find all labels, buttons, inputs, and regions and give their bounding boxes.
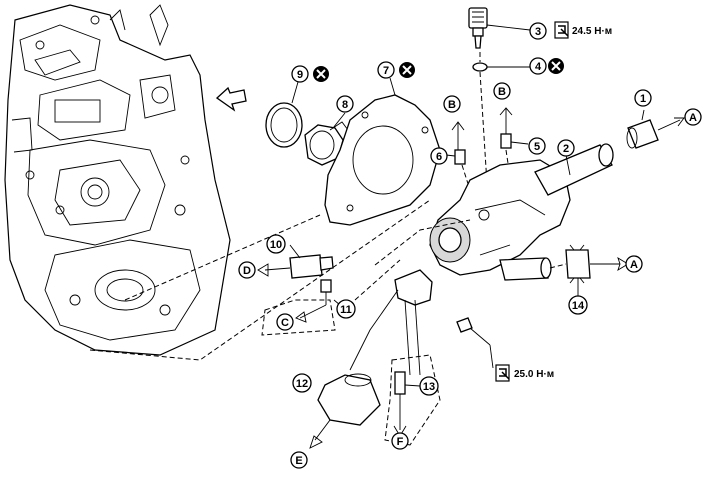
x-circle-icon xyxy=(548,58,564,74)
callout-12: 12 xyxy=(292,373,312,393)
svg-text:C: C xyxy=(281,317,289,329)
x-circle-icon xyxy=(399,62,415,78)
connector-a-mid: A xyxy=(617,255,643,273)
svg-text:D: D xyxy=(243,265,251,277)
clip-13 xyxy=(393,371,421,437)
hose-12 xyxy=(309,373,381,449)
callout-4: 4 xyxy=(529,57,547,75)
connector-a-top: A xyxy=(684,108,702,126)
svg-text:3: 3 xyxy=(535,26,541,38)
svg-text:14: 14 xyxy=(572,300,585,312)
svg-text:A: A xyxy=(630,259,638,271)
svg-text:4: 4 xyxy=(535,61,542,73)
torque-wrench-icon xyxy=(554,21,569,39)
svg-text:F: F xyxy=(397,436,404,448)
callout-3: 3 xyxy=(529,22,547,40)
connector-f: F xyxy=(391,432,409,450)
temperature-sensor-3 xyxy=(468,7,531,49)
svg-text:12: 12 xyxy=(296,378,308,390)
svg-text:7: 7 xyxy=(383,65,389,77)
svg-text:8: 8 xyxy=(342,99,348,111)
o-ring-9 xyxy=(265,81,303,148)
callout-13: 13 xyxy=(419,376,439,396)
svg-text:B: B xyxy=(448,99,456,111)
callout-9: 9 xyxy=(291,65,309,83)
connector-b-right: B xyxy=(493,82,511,100)
connector-b-left: B xyxy=(443,95,461,113)
callout-1: 1 xyxy=(634,89,652,107)
callout-7: 7 xyxy=(377,61,395,79)
hose-connector-1 xyxy=(626,109,685,149)
front-arrow-icon xyxy=(215,86,247,112)
bracket xyxy=(349,269,433,376)
connector-d: D xyxy=(238,261,256,279)
engine-block xyxy=(4,4,231,356)
x-circle-icon xyxy=(313,66,329,82)
svg-text:1: 1 xyxy=(640,93,646,105)
torque-bolt-label: 25.0 Н·м xyxy=(514,369,554,380)
water-outlet-2 xyxy=(429,143,614,281)
svg-text:13: 13 xyxy=(423,381,435,393)
callout-8: 8 xyxy=(336,95,354,113)
callout-2: 2 xyxy=(557,139,575,157)
torque-wrench-icon xyxy=(495,364,510,382)
hose-connector-14 xyxy=(549,244,620,296)
svg-text:5: 5 xyxy=(534,141,540,153)
svg-text:9: 9 xyxy=(297,69,303,81)
gasket-7 xyxy=(324,77,441,226)
hose-fitting-10 xyxy=(257,244,334,279)
bolt-11 xyxy=(295,279,341,323)
callout-14: 14 xyxy=(568,295,588,315)
svg-text:6: 6 xyxy=(436,151,442,163)
callout-11: 11 xyxy=(336,299,356,319)
svg-text:10: 10 xyxy=(270,239,282,251)
svg-text:11: 11 xyxy=(340,304,352,316)
callout-6: 6 xyxy=(430,147,448,165)
svg-text:2: 2 xyxy=(563,143,569,155)
svg-text:B: B xyxy=(498,86,506,98)
connector-c: C xyxy=(276,313,294,331)
svg-text:A: A xyxy=(689,112,697,124)
mounting-bolt xyxy=(456,317,494,369)
svg-text:E: E xyxy=(295,455,302,467)
connector-e: E xyxy=(290,451,308,469)
torque-sensor-label: 24.5 Н·м xyxy=(572,26,612,37)
callout-10: 10 xyxy=(266,234,286,254)
callout-5: 5 xyxy=(528,137,546,155)
